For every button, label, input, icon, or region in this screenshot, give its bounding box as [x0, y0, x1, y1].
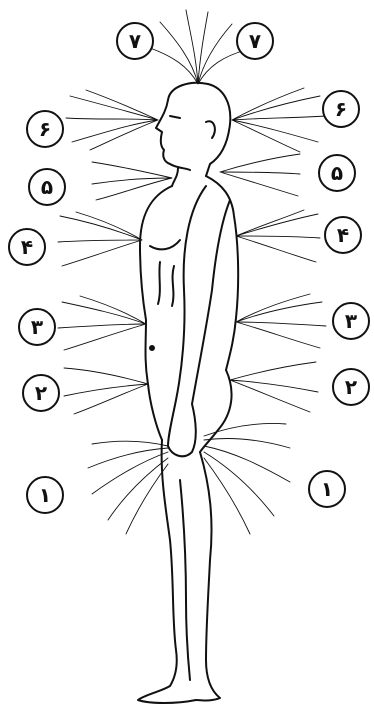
badge-root-right: ۱ — [308, 470, 346, 508]
head-outline — [168, 83, 230, 176]
badge-heart-right: ۴ — [324, 216, 362, 254]
ray-left-2 — [64, 368, 148, 414]
badge-root-left: ۱ — [26, 476, 64, 514]
inner-leg — [180, 480, 190, 680]
badge-solar-left: ۳ — [18, 308, 56, 346]
front-leg — [138, 440, 196, 703]
ray-right-2 — [230, 362, 318, 412]
ray-right-4 — [236, 210, 320, 262]
ray-right-5 — [220, 154, 300, 196]
ray-right-3 — [236, 294, 326, 348]
back-leg — [196, 452, 220, 701]
back-line — [206, 176, 238, 370]
ray-left-3 — [58, 296, 146, 350]
ray-left-1 — [88, 441, 168, 534]
eye — [170, 116, 180, 118]
badge-head-left: ۶ — [26, 110, 64, 148]
neck-front — [172, 168, 178, 186]
badge-throat-right: ۵ — [318, 154, 356, 192]
abdomen-lines — [158, 262, 174, 306]
navel — [150, 346, 154, 350]
badge-sacral-left: ۲ — [22, 374, 60, 412]
ear — [206, 121, 215, 138]
ray-left-6 — [66, 90, 158, 150]
ray-right-6 — [232, 88, 326, 152]
badge-heart-left: ۴ — [8, 228, 46, 266]
human-figure — [138, 83, 238, 703]
energy-rays — [58, 10, 326, 534]
badge-head-right: ۶ — [322, 90, 360, 128]
ray-left-4 — [58, 212, 142, 266]
face-profile — [156, 100, 190, 170]
ray-right-1 — [204, 424, 290, 535]
badge-throat-left: ۵ — [28, 168, 66, 206]
badge-crown-right: ٧ — [236, 22, 274, 60]
torso-front — [140, 186, 172, 440]
badge-sacral-right: ۲ — [332, 368, 370, 406]
arm-outline — [168, 186, 230, 456]
badge-solar-right: ۳ — [332, 302, 370, 340]
chest-line — [150, 240, 180, 249]
crown-ray — [150, 10, 246, 84]
badge-crown-left: ٧ — [116, 22, 154, 60]
